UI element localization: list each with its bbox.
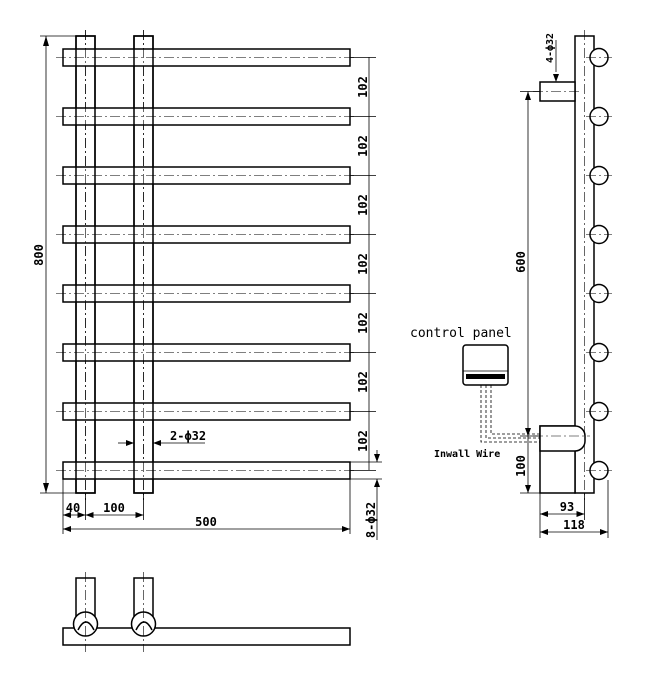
bar-diameter-label: 8-ϕ32 xyxy=(364,502,378,538)
height-label: 800 xyxy=(32,244,46,266)
horizontal-bars xyxy=(62,48,351,480)
bar-diameter-dimension: 8-ϕ32 xyxy=(350,450,382,540)
spacing-label-6: 102 xyxy=(356,371,370,393)
height-600-label: 600 xyxy=(514,251,528,273)
depth-93-label: 93 xyxy=(560,500,574,514)
height-600-dimension: 600 xyxy=(514,91,540,437)
heater-housing xyxy=(533,425,590,494)
top-view-bar xyxy=(62,627,351,646)
spacing-label-2: 102 xyxy=(356,135,370,157)
depth-dimensions: 93 118 xyxy=(539,480,609,538)
width-label: 500 xyxy=(195,515,217,529)
front-view: 800 102 102 102 102 102 102 102 xyxy=(32,30,382,540)
control-panel: control panel xyxy=(410,326,512,386)
bar-centerlines xyxy=(56,57,356,471)
height-dimension: 800 xyxy=(32,35,76,494)
offset-label: 40 xyxy=(66,501,80,515)
bar-end-circles xyxy=(586,47,612,481)
spacing-label-3: 102 xyxy=(356,194,370,216)
spacing-label-5: 102 xyxy=(356,312,370,334)
bottom-100-label: 100 xyxy=(514,455,528,477)
control-panel-display xyxy=(466,374,505,379)
spacing-dimensions: 102 102 102 102 102 102 102 xyxy=(350,57,376,471)
wire-label: Inwall Wire xyxy=(434,448,500,460)
tube-diameter-label: 2-ϕ32 xyxy=(170,429,206,443)
side-view: 4-ϕ32 600 100 xyxy=(410,30,612,538)
top-view xyxy=(62,572,351,652)
spacing-label-7: 102 xyxy=(356,430,370,452)
tube-spacing-label: 100 xyxy=(103,501,125,515)
tube-diameter-dimension: 2-ϕ32 xyxy=(118,429,206,446)
control-panel-label: control panel xyxy=(410,326,512,341)
bottom-dimensions: 40 100 500 xyxy=(62,479,351,534)
spacing-label-1: 102 xyxy=(356,76,370,98)
bottom-100-dimension: 100 xyxy=(514,436,540,494)
top-wall-connector: 4-ϕ32 xyxy=(533,33,580,102)
spacing-label-4: 102 xyxy=(356,253,370,275)
connector-label: 4-ϕ32 xyxy=(545,33,556,63)
depth-118-label: 118 xyxy=(563,518,585,532)
inwall-wire: Inwall Wire xyxy=(434,385,540,460)
